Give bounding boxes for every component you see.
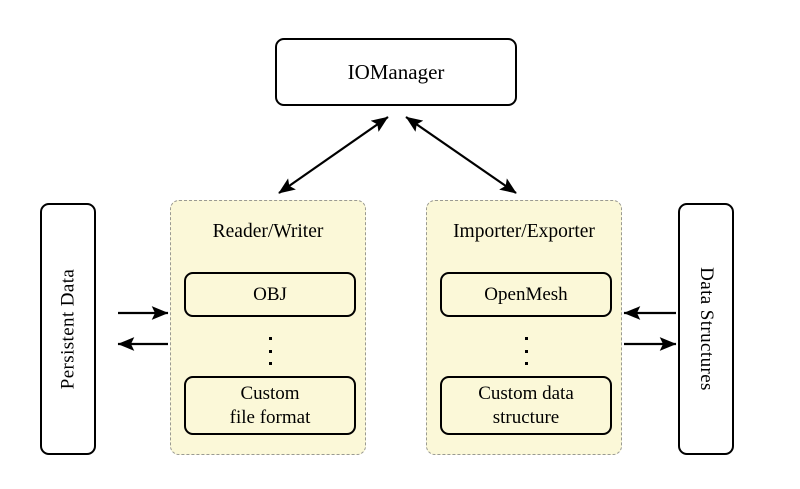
- leaf-custom-file-format-line2: file format: [229, 406, 311, 428]
- persistent-data-box[interactable]: Persistent Data: [40, 203, 96, 455]
- leaf-custom-data-structure-line2: structure: [492, 406, 560, 428]
- leaf-custom-file-format-line1: Custom: [240, 382, 300, 404]
- leaf-openmesh-label: OpenMesh: [484, 283, 568, 305]
- arrow-manager-importerexporter: [405, 116, 517, 194]
- leaf-custom-data-structure-line1: Custom data: [478, 382, 574, 404]
- leaf-openmesh[interactable]: OpenMesh: [440, 272, 612, 317]
- data-structures-box[interactable]: Data Structures: [678, 203, 734, 455]
- leaf-obj-label: OBJ: [253, 283, 287, 305]
- data-structures-label: Data Structures: [696, 267, 717, 391]
- leaf-custom-file-format[interactable]: Custom file format: [184, 376, 356, 435]
- iomanager-box[interactable]: IOManager: [275, 38, 517, 106]
- arrow-manager-readerwriter: [278, 116, 389, 194]
- persistent-data-label: Persistent Data: [57, 268, 79, 390]
- panel-reader-writer-title: Reader/Writer: [212, 221, 324, 242]
- ellipsis-importer-exporter: [524, 337, 528, 365]
- panel-importer-exporter-title: Importer/Exporter: [453, 221, 595, 242]
- iomanager-label: IOManager: [347, 59, 445, 84]
- leaf-custom-data-structure[interactable]: Custom data structure: [440, 376, 612, 435]
- leaf-obj[interactable]: OBJ: [184, 272, 356, 317]
- ellipsis-reader-writer: [268, 337, 272, 365]
